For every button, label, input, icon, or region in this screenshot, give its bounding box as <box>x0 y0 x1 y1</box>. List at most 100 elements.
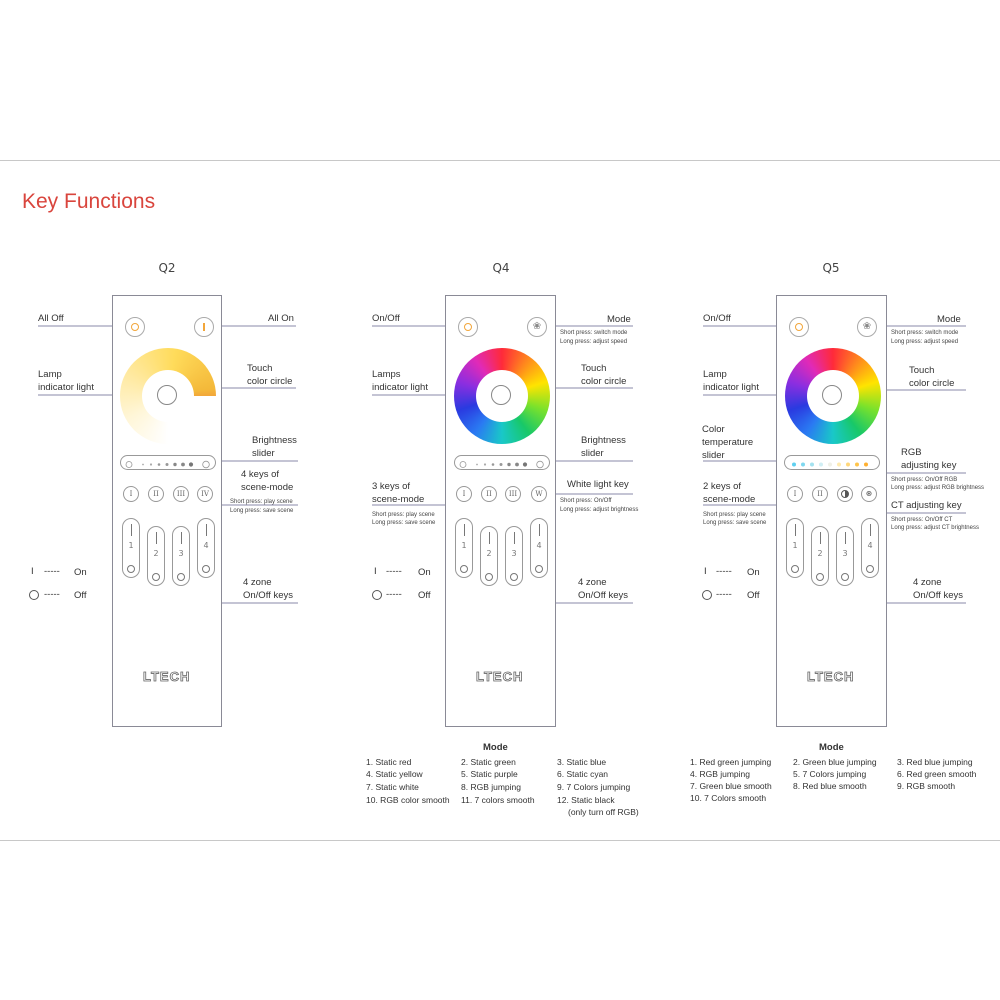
q4-touch-label-2: color circle <box>581 376 627 387</box>
q4-scene-key-1[interactable]: I <box>456 486 472 502</box>
q5-zone-label-2: On/Off keys <box>913 590 963 601</box>
q2-all-on-button[interactable] <box>194 317 214 337</box>
q4-touch-color-circle[interactable] <box>454 348 550 444</box>
q5-scene-short: Short press: play scene <box>703 512 766 518</box>
q2-zone-key-2[interactable]: 2 <box>147 526 165 586</box>
q5-scene-key-1[interactable]: I <box>787 486 803 502</box>
q4-lamp-label-2: indicator light <box>372 382 428 393</box>
q5-zone-key-4[interactable]: 4 <box>861 518 879 578</box>
off-circle-icon <box>841 573 849 581</box>
zone-number: 4 <box>867 541 873 550</box>
q2-brightness-slider[interactable] <box>120 455 216 470</box>
q2-bright-label-2: slider <box>252 448 275 459</box>
on-bar-icon <box>514 532 515 544</box>
q2-scene-short: Short press: play scene <box>230 499 293 505</box>
q5-scene-long: Long press: save scene <box>703 520 767 526</box>
q5-legend-off-circle-icon <box>702 590 712 600</box>
q2-zone-key-3[interactable]: 3 <box>172 526 190 586</box>
q2-legend-on-bar: I <box>31 566 34 577</box>
q4-mode-item: 1. Static red <box>366 757 412 767</box>
flower-icon: ❀ <box>862 321 872 332</box>
q2-zone-key-1[interactable]: 1 <box>122 518 140 578</box>
q4-brightness-slider[interactable] <box>454 455 550 470</box>
q4-onoff-button[interactable] <box>458 317 478 337</box>
q4-white-key[interactable]: W <box>531 486 547 502</box>
q4-legend-on: On <box>418 567 431 578</box>
q2-scene-key-3[interactable]: III <box>173 486 189 502</box>
q5-zone-key-3[interactable]: 3 <box>836 526 854 586</box>
q4-legend-on-bar: I <box>374 566 377 577</box>
q4-zone-key-4[interactable]: 4 <box>530 518 548 578</box>
q5-legend-on-bar: I <box>704 566 707 577</box>
q5-ct-adjusting-key[interactable] <box>837 486 853 502</box>
q4-legend-off-circle-icon <box>372 590 382 600</box>
on-bar-icon <box>489 532 490 544</box>
off-circle-icon <box>127 565 135 573</box>
q4-onoff-label: On/Off <box>372 313 400 324</box>
q5-mode-button[interactable]: ❀ <box>857 317 877 337</box>
q5-rgb-label-2: adjusting key <box>901 460 957 471</box>
q4-bright-label-1: Brightness <box>581 435 626 446</box>
q2-legend-off: Off <box>74 590 87 601</box>
q4-zone-key-3[interactable]: 3 <box>505 526 523 586</box>
q2-scene-key-2[interactable]: II <box>148 486 164 502</box>
q2-all-on-label: All On <box>268 313 294 324</box>
q2-all-off-label: All Off <box>38 313 64 324</box>
zone-number: 1 <box>128 541 134 550</box>
q4-mode-item: 6. Static cyan <box>557 769 609 779</box>
q5-touch-color-circle[interactable] <box>785 348 881 444</box>
q5-touch-label-1: Touch <box>909 365 935 376</box>
half-circle-icon <box>841 490 849 498</box>
q5-rgb-short: Short press: On/Off RGB <box>891 477 958 483</box>
q5-ct-slider[interactable] <box>784 455 880 470</box>
q5-zone-key-2[interactable]: 2 <box>811 526 829 586</box>
off-circle-icon <box>177 573 185 581</box>
q4-mode-item: 11. 7 colors smooth <box>461 795 535 805</box>
on-bar-icon <box>870 524 871 536</box>
off-circle-icon <box>460 565 468 573</box>
off-circle-icon <box>816 573 824 581</box>
q4-mode-list-title: Mode <box>483 742 508 753</box>
zone-number: 2 <box>153 549 159 558</box>
q2-zone-key-4[interactable]: 4 <box>197 518 215 578</box>
zone-number: 1 <box>461 541 467 550</box>
circle-icon <box>131 323 139 331</box>
q5-scene-key-2[interactable]: II <box>812 486 828 502</box>
q2-touch-color-circle[interactable] <box>120 348 216 444</box>
page-title: Key Functions <box>22 190 156 213</box>
q5-scene-label-1: 2 keys of <box>703 481 742 492</box>
q5-onoff-button[interactable] <box>789 317 809 337</box>
q5-ct-label-2: temperature <box>702 437 754 448</box>
on-bar-icon <box>820 532 821 544</box>
q4-touch-label-1: Touch <box>581 363 607 374</box>
zone-number: 3 <box>842 549 848 558</box>
q5-ct-label-1: Color <box>702 424 725 435</box>
q2-scene-key-4[interactable]: IV <box>197 486 213 502</box>
zone-number: 1 <box>792 541 798 550</box>
q5-rgb-adjusting-key[interactable]: ⊛ <box>861 486 877 502</box>
q4-scene-key-3[interactable]: III <box>505 486 521 502</box>
q5-mode-item: 4. RGB jumping <box>690 769 750 779</box>
q5-remote: ❀ I II ⊛ 1 2 3 4 LTECH <box>776 295 887 727</box>
flower-icon: ❀ <box>532 321 542 332</box>
q5-mode-long: Long press: adjust speed <box>891 339 959 345</box>
bottom-divider <box>0 840 1000 841</box>
q4-mode-item: 12. Static black <box>557 795 615 805</box>
q2-brand-logo: LTECH <box>143 669 191 685</box>
q4-mode-item: 3. Static blue <box>557 757 607 767</box>
q5-mode-list-title: Mode <box>819 742 844 753</box>
q2-scene-key-1[interactable]: I <box>123 486 139 502</box>
q5-zone-key-1[interactable]: 1 <box>786 518 804 578</box>
q4-brand-logo: LTECH <box>476 669 524 685</box>
q4-lamp-indicator <box>491 385 511 405</box>
q4-scene-key-2[interactable]: II <box>481 486 497 502</box>
q4-mode-item: 7. Static white <box>366 782 419 792</box>
on-bar-icon <box>539 524 540 536</box>
q4-mode-button[interactable]: ❀ <box>527 317 547 337</box>
q4-zone-key-1[interactable]: 1 <box>455 518 473 578</box>
q4-zone-key-2[interactable]: 2 <box>480 526 498 586</box>
q2-all-off-button[interactable] <box>125 317 145 337</box>
on-bar-icon <box>795 524 796 536</box>
off-circle-icon <box>791 565 799 573</box>
brightness-dots-icon <box>459 460 544 469</box>
